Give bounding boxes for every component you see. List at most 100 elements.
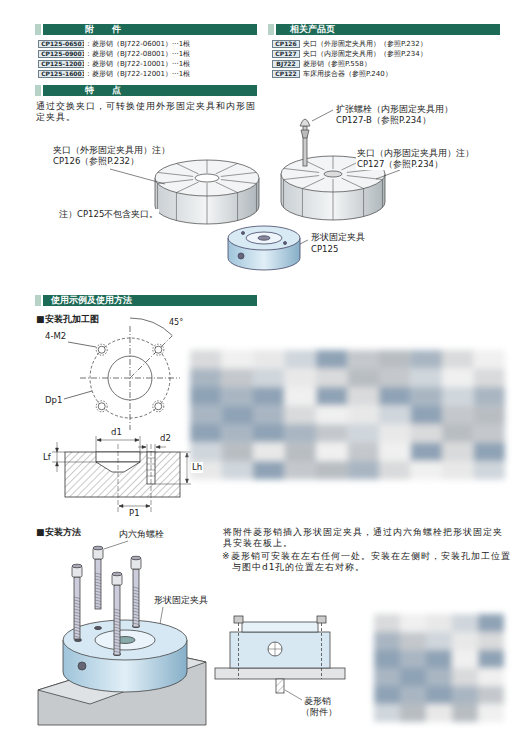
- bolt-thread: [74, 630, 80, 632]
- blur-cell: [478, 650, 504, 668]
- bolt-thread: [74, 597, 80, 599]
- part-tag: CP122: [272, 70, 300, 78]
- blur-cell: [316, 387, 348, 406]
- blur-cell: [253, 443, 285, 462]
- blur-cell: [285, 350, 317, 369]
- bolt-thread: [114, 651, 120, 653]
- bolt-thread: [74, 624, 80, 626]
- jaw-slit: [284, 176, 320, 180]
- blur-cell: [316, 369, 348, 388]
- bolt-thread: [95, 606, 101, 608]
- install-view: [38, 541, 206, 725]
- blur-cell: [426, 704, 452, 722]
- bolt-thread: [133, 599, 139, 601]
- part-description: ：菱形销（BJ722-06001）···1根: [84, 40, 191, 48]
- jaw-slit: [284, 168, 320, 172]
- section-heading: 相关产品页: [290, 24, 335, 34]
- section-heading: 特 点: [85, 85, 121, 95]
- blur-cell: [348, 406, 380, 425]
- bolt-thread: [114, 618, 120, 620]
- blur-cell: [442, 406, 474, 425]
- blur-cell: [348, 369, 380, 388]
- part-description: 车床用接合器（参照P.240）: [302, 70, 393, 78]
- leader-line: [110, 110, 400, 244]
- callout-label: 注）CP125不包含夹口。: [58, 209, 159, 220]
- part-description: ：菱形销（BJ722-12001）···1根: [84, 70, 191, 78]
- blur-cell: [478, 614, 504, 632]
- blur-cell: [411, 369, 443, 388]
- jaw-slit: [256, 184, 257, 212]
- section-band: 相关产品页: [268, 24, 500, 35]
- bolt-thread: [114, 633, 120, 635]
- section-band: 特 点: [35, 85, 257, 96]
- blur-cell: [374, 650, 400, 668]
- blur-cell: [374, 632, 400, 650]
- bolt-thread: [95, 603, 101, 605]
- blur-cell: [374, 686, 400, 704]
- callout-label: 夹口（内形固定夹具用）注）: [356, 148, 475, 159]
- callout-label: 菱形销: [303, 696, 332, 707]
- bolt-thread: [133, 620, 139, 622]
- blur-cell: [190, 424, 222, 443]
- blur-cell: [316, 406, 348, 425]
- bolt-thread: [133, 587, 139, 589]
- blur-cell: [285, 369, 317, 388]
- blur-cell: [474, 424, 506, 443]
- blur-cell: [222, 443, 254, 462]
- blur-cell: [222, 461, 254, 480]
- blur-cell: [426, 614, 452, 632]
- jaw-slit: [283, 180, 284, 208]
- bolt-thread: [95, 594, 101, 596]
- section-heading: 附 件: [85, 24, 121, 34]
- bolt-thread: [114, 630, 120, 632]
- blur-cell: [316, 424, 348, 443]
- blur-cell: [442, 350, 474, 369]
- part-description: ：菱形销（BJ722-08001）···1根: [84, 50, 191, 58]
- blur-cell: [442, 387, 474, 406]
- blur-cell: [374, 704, 400, 722]
- blur-cell: [452, 614, 478, 632]
- jaw-slit: [176, 182, 198, 192]
- dimension-label: Lh: [191, 462, 203, 473]
- blur-cell: [400, 650, 426, 668]
- jaw-slit: [158, 180, 194, 184]
- blur-cell: [411, 406, 443, 425]
- blur-cell: [285, 424, 317, 443]
- blur-cell: [452, 650, 478, 668]
- blur-cell: [379, 350, 411, 369]
- part-number: CP127: [275, 50, 296, 57]
- blur-cell: [426, 650, 452, 668]
- dimension-label: 45°: [168, 318, 184, 328]
- blur-cell: [379, 443, 411, 462]
- bolt-thread: [95, 585, 101, 587]
- blurred-image: [374, 614, 504, 722]
- front-view: [215, 616, 345, 700]
- part-number: CP125-06501: [41, 40, 86, 47]
- blur-cell: [474, 387, 506, 406]
- blur-cell: [411, 443, 443, 462]
- bolt-head: [112, 572, 122, 576]
- bolt-thread: [95, 600, 101, 602]
- jaw-slit: [176, 193, 177, 221]
- part-number: CP125-09001: [41, 50, 86, 57]
- blur-cell: [348, 424, 380, 443]
- bolt-thread: [133, 614, 139, 616]
- blur-cell: [253, 387, 285, 406]
- outer-jaw: [155, 160, 259, 224]
- expansion-bolt: [300, 119, 310, 166]
- bolt-shank: [74, 577, 80, 639]
- part-tag: CP125-06501: [38, 40, 89, 48]
- blur-cell: [190, 443, 222, 462]
- blur-cell: [190, 369, 222, 388]
- callout-label: 形状固定夹具: [153, 595, 209, 606]
- blur-cell: [478, 632, 504, 650]
- part-tag: CP127: [272, 50, 300, 58]
- blur-cell: [478, 686, 504, 704]
- part-tag: CP125-16001: [38, 70, 89, 78]
- blur-cell: [411, 424, 443, 443]
- part-description: 菱形销（参照P.558）: [302, 60, 372, 68]
- blur-cell: [442, 443, 474, 462]
- callout-label: 形状固定夹具: [310, 232, 366, 243]
- part-number: BJ722: [276, 60, 295, 67]
- bolt-thread: [95, 573, 101, 575]
